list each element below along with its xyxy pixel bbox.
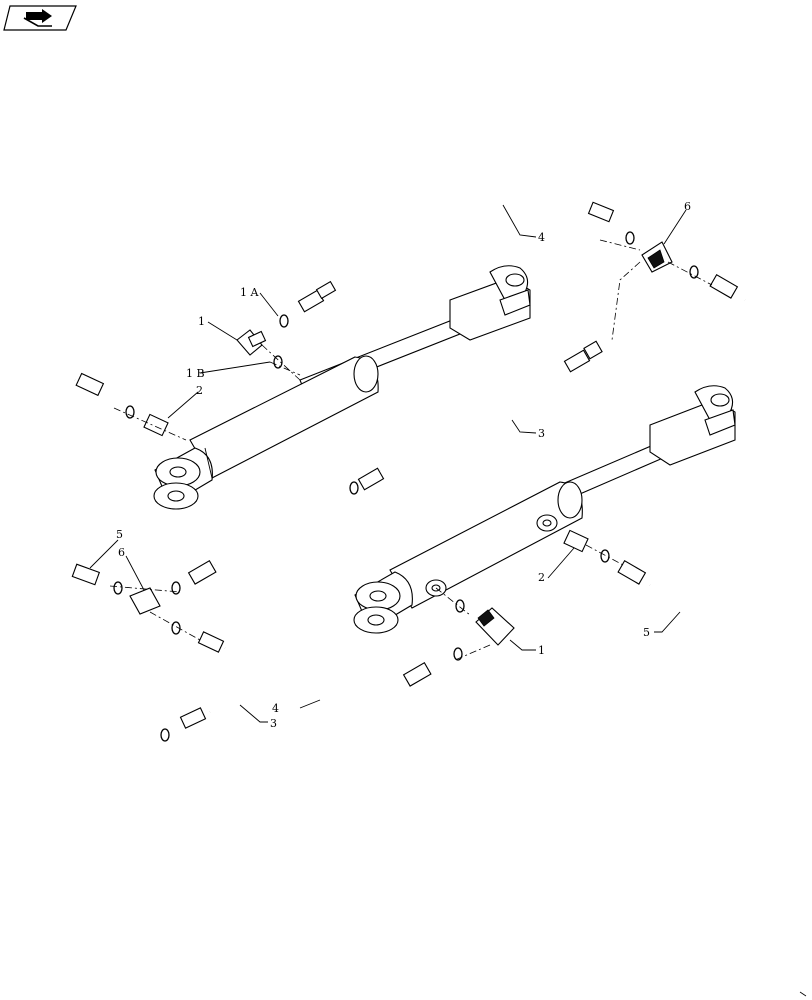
callout-6-right: 6 xyxy=(684,200,691,213)
hose-3-top xyxy=(357,340,603,491)
callout-5-right: 5 xyxy=(643,626,650,639)
adapter-fitting-2-right xyxy=(563,529,589,553)
callout-4-bottom: 4 xyxy=(272,702,279,715)
elbow-fitting-1-left xyxy=(236,329,267,356)
callout-4-top: 4 xyxy=(538,231,545,244)
corner-mark xyxy=(799,991,807,997)
assembly-centerlines xyxy=(109,239,713,661)
cylinder-left xyxy=(153,265,531,510)
adapter-fitting-2-left xyxy=(143,413,169,437)
hose-5-right xyxy=(617,274,769,610)
hose-3-bottom xyxy=(179,631,262,729)
callout-1-right: 1 xyxy=(538,644,545,657)
tee-fitting-6-left xyxy=(129,587,161,615)
callout-3-bottom: 3 xyxy=(270,717,277,730)
hose-4-bottom xyxy=(187,541,432,721)
next-page-arrow-icon[interactable] xyxy=(3,5,77,31)
callout-2-right: 2 xyxy=(538,571,545,584)
callout-3-top: 3 xyxy=(538,427,545,440)
callout-labels: 1 1 A 1 B 2 4 3 5 6 6 2 1 5 4 3 xyxy=(116,200,691,730)
callout-1-left: 1 xyxy=(198,315,205,328)
tee-fitting-6-right xyxy=(641,241,673,273)
callout-2-left: 2 xyxy=(196,384,203,397)
leader-lines xyxy=(89,204,687,723)
elbow-fitting-1-right xyxy=(475,607,515,646)
hose-4-top xyxy=(297,184,615,313)
callout-5-left: 5 xyxy=(116,528,123,541)
hose-5-left xyxy=(27,365,105,586)
cylinder-right xyxy=(353,385,736,634)
callout-1b: 1 B xyxy=(186,367,205,380)
o-rings xyxy=(113,231,699,742)
callout-1a: 1 A xyxy=(240,286,259,299)
callout-6-left: 6 xyxy=(118,546,125,559)
